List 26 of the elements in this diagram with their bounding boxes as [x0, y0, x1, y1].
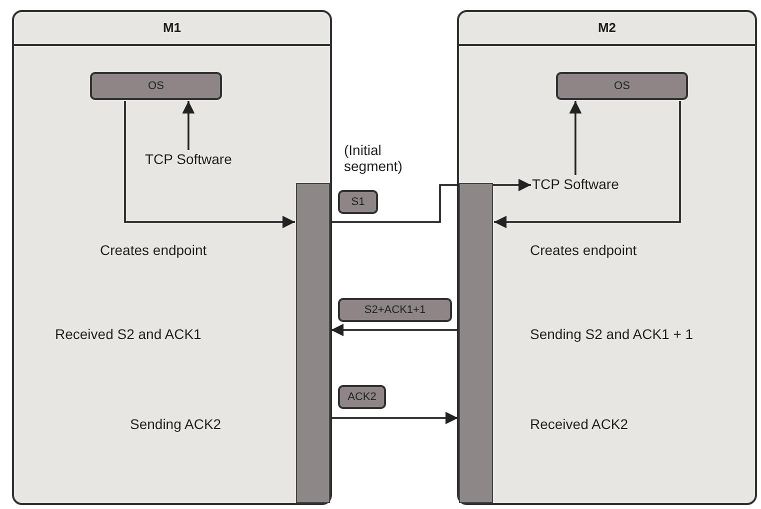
endpoint-bar: [459, 183, 493, 503]
arrow: [331, 324, 458, 336]
panel-header: M1: [14, 12, 330, 46]
arrow: [124, 101, 295, 228]
segment-box: S2+ACK1+1: [338, 298, 452, 322]
os-box: OS: [90, 72, 222, 100]
step-label: Sending S2 and ACK1 + 1: [530, 326, 694, 342]
segment-box: ACK2: [338, 385, 386, 409]
arrow: [494, 101, 681, 228]
arrow: [569, 101, 582, 175]
arrow: [331, 412, 458, 424]
segment-box: S1: [338, 190, 378, 214]
step-label: Received ACK2: [530, 416, 628, 432]
step-label: Creates endpoint: [530, 242, 637, 258]
step-label: Received S2 and ACK1: [55, 326, 202, 342]
node-label: TCP Software: [145, 151, 232, 169]
panel-header: M2: [459, 12, 755, 46]
step-label: Sending ACK2: [130, 416, 222, 432]
os-box: OS: [556, 72, 688, 100]
note-text: (Initial segment): [344, 142, 404, 174]
arrow: [182, 101, 195, 150]
machine-panel: [457, 10, 757, 505]
machine-panel: [12, 10, 332, 505]
step-label: Creates endpoint: [100, 242, 207, 258]
endpoint-bar: [296, 183, 330, 503]
node-label: TCP Software: [532, 176, 619, 194]
